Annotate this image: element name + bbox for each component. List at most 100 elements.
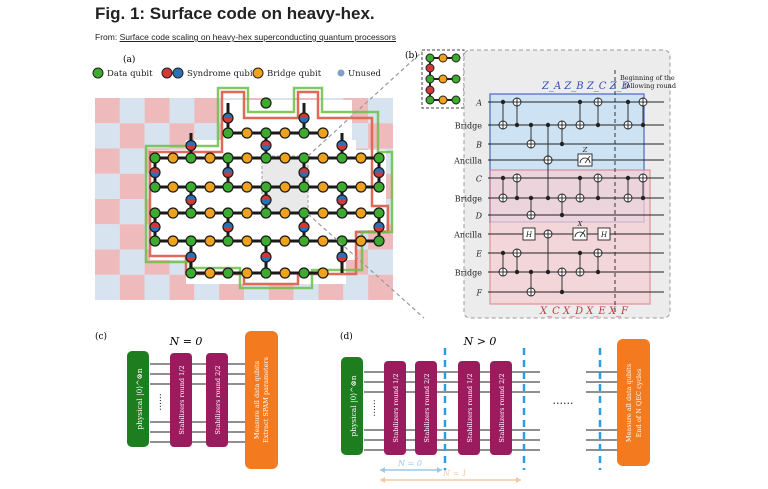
round-note-2: following round — [624, 82, 676, 90]
z-plaquette-tile — [95, 173, 120, 199]
data-qubit — [260, 152, 272, 164]
circuit-row-label: Ancilla — [453, 157, 482, 166]
z-plaquette-tile — [169, 98, 195, 124]
data-qubit — [298, 235, 310, 247]
cnot-control — [625, 99, 631, 105]
cnot-control — [500, 175, 506, 181]
panel-d-measure-2: End of N QEC cycles — [635, 369, 643, 438]
panel-d-round2-label: Stabilizers round 2/2 — [423, 373, 431, 442]
inset-data-qubit — [451, 95, 461, 105]
x-stabilizer-label: X_C X_D X_E X_F — [539, 306, 629, 317]
z-plaquette-tile — [144, 274, 170, 300]
hadamard-label: H — [600, 231, 608, 239]
cnot-control — [577, 99, 583, 105]
bridge-qubit — [279, 207, 291, 219]
data-qubit — [185, 207, 197, 219]
circuit-row-label: B — [475, 141, 482, 150]
cnot-control — [545, 195, 551, 201]
bridge-qubit — [279, 267, 291, 279]
panel-c-round2-label: Stabilizers round 2/2 — [214, 365, 222, 434]
data-qubit — [373, 152, 385, 164]
z-plaquette-tile — [119, 199, 145, 225]
data-qubit — [260, 207, 272, 219]
circuit-row-label: Bridge — [455, 122, 483, 131]
inset-data-qubit — [425, 53, 435, 63]
panel-c-measure-1: Measure all data qubits — [253, 361, 261, 439]
data-qubit — [260, 127, 272, 139]
panel-c-dots: ...... — [154, 393, 164, 410]
panel-d-physical-box: physical |0⟩^⊗n — [341, 357, 363, 455]
z-stabilizer-label: Z_A Z_B Z_C Z_D — [541, 81, 630, 92]
x-plaquette-tile — [368, 274, 393, 300]
syndrome-qubit — [298, 166, 310, 179]
panel-d-round1-label: Stabilizers round 1/2 — [392, 373, 400, 442]
bridge-qubit — [355, 235, 367, 247]
inset-bridge-qubit — [438, 95, 448, 105]
cnot-control — [528, 122, 534, 128]
data-qubit — [149, 235, 161, 247]
data-qubit — [222, 235, 234, 247]
data-qubit — [149, 152, 161, 164]
panel-c-title: N = 0 — [169, 335, 203, 348]
bridge-qubit — [241, 267, 253, 279]
data-qubit — [336, 181, 348, 193]
bridge-qubit — [317, 181, 329, 193]
bridge-qubit — [167, 235, 179, 247]
cnot-control — [514, 195, 520, 201]
x-plaquette-tile — [95, 199, 120, 225]
cnot-control — [500, 99, 506, 105]
data-qubit — [298, 267, 310, 279]
circuit-row-label: A — [475, 99, 482, 108]
panel-c-measure-box: Measure all data qubits Extract SPAM par… — [245, 331, 278, 469]
bridge-qubit — [279, 181, 291, 193]
label-n0: N = 0 — [397, 459, 422, 468]
measurement-gate — [572, 227, 588, 241]
panel-c-physical-box: physical |0⟩^⊗n — [127, 351, 149, 447]
z-plaquette-tile — [144, 123, 170, 149]
circuit-row-label: Bridge — [455, 269, 483, 278]
inset-data-qubit — [425, 95, 435, 105]
panel-d-round3-label: Stabilizers round 1/2 — [466, 373, 474, 442]
data-qubit — [298, 152, 310, 164]
z-plaquette-tile — [95, 123, 120, 149]
legend-data-label: Data qubit — [107, 69, 153, 79]
data-qubit — [222, 207, 234, 219]
panel-c-physical-label: physical |0⟩^⊗n — [135, 368, 144, 429]
cnot-control — [577, 175, 583, 181]
z-plaquette-tile — [343, 274, 369, 300]
bridge-qubit — [167, 181, 179, 193]
legend-syndrome-red-swatch — [161, 67, 173, 79]
legend-unused-swatch — [337, 69, 345, 77]
data-qubit — [298, 127, 310, 139]
bridge-qubit — [241, 207, 253, 219]
measurement-basis-label: Z — [582, 146, 588, 154]
bridge-qubit — [167, 207, 179, 219]
bridge-qubit — [317, 127, 329, 139]
cnot-control — [528, 269, 534, 275]
legend-syndrome-label: Syndrome qubit — [187, 69, 257, 79]
panel-d-dots: ...... — [368, 399, 378, 416]
hadamard-gate — [522, 227, 536, 241]
syndrome-qubit — [149, 221, 161, 233]
panel-b-inset — [421, 49, 465, 109]
syndrome-qubit — [298, 221, 310, 233]
panel-d-round3-box: Stabilizers round 1/2 — [458, 361, 480, 455]
panel-c-round1-label: Stabilizers round 1/2 — [178, 365, 186, 434]
cnot-control — [514, 122, 520, 128]
inset-data-qubit — [451, 74, 461, 84]
source-line: From: Surface code scaling on heavy-hex … — [95, 32, 396, 42]
source-link[interactable]: Surface code scaling on heavy-hex superc… — [119, 32, 396, 42]
data-qubit — [260, 235, 272, 247]
z-plaquette-tile — [95, 224, 120, 250]
panel-d-measure-box: Measure all data qubits End of N QEC cyc… — [617, 339, 650, 466]
panel-a-label: (a) — [123, 54, 135, 65]
hadamard-label: H — [525, 231, 533, 239]
x-plaquette-tile — [119, 224, 145, 250]
z-plaquette-tile — [95, 274, 120, 300]
x-stabilizer-region — [489, 169, 651, 305]
panel-b-label: (b) — [405, 50, 418, 61]
cnot-control — [528, 195, 534, 201]
cnot-control — [577, 250, 583, 256]
panel-d-label: (d) — [340, 331, 353, 342]
legend-bridge-swatch — [252, 67, 264, 79]
